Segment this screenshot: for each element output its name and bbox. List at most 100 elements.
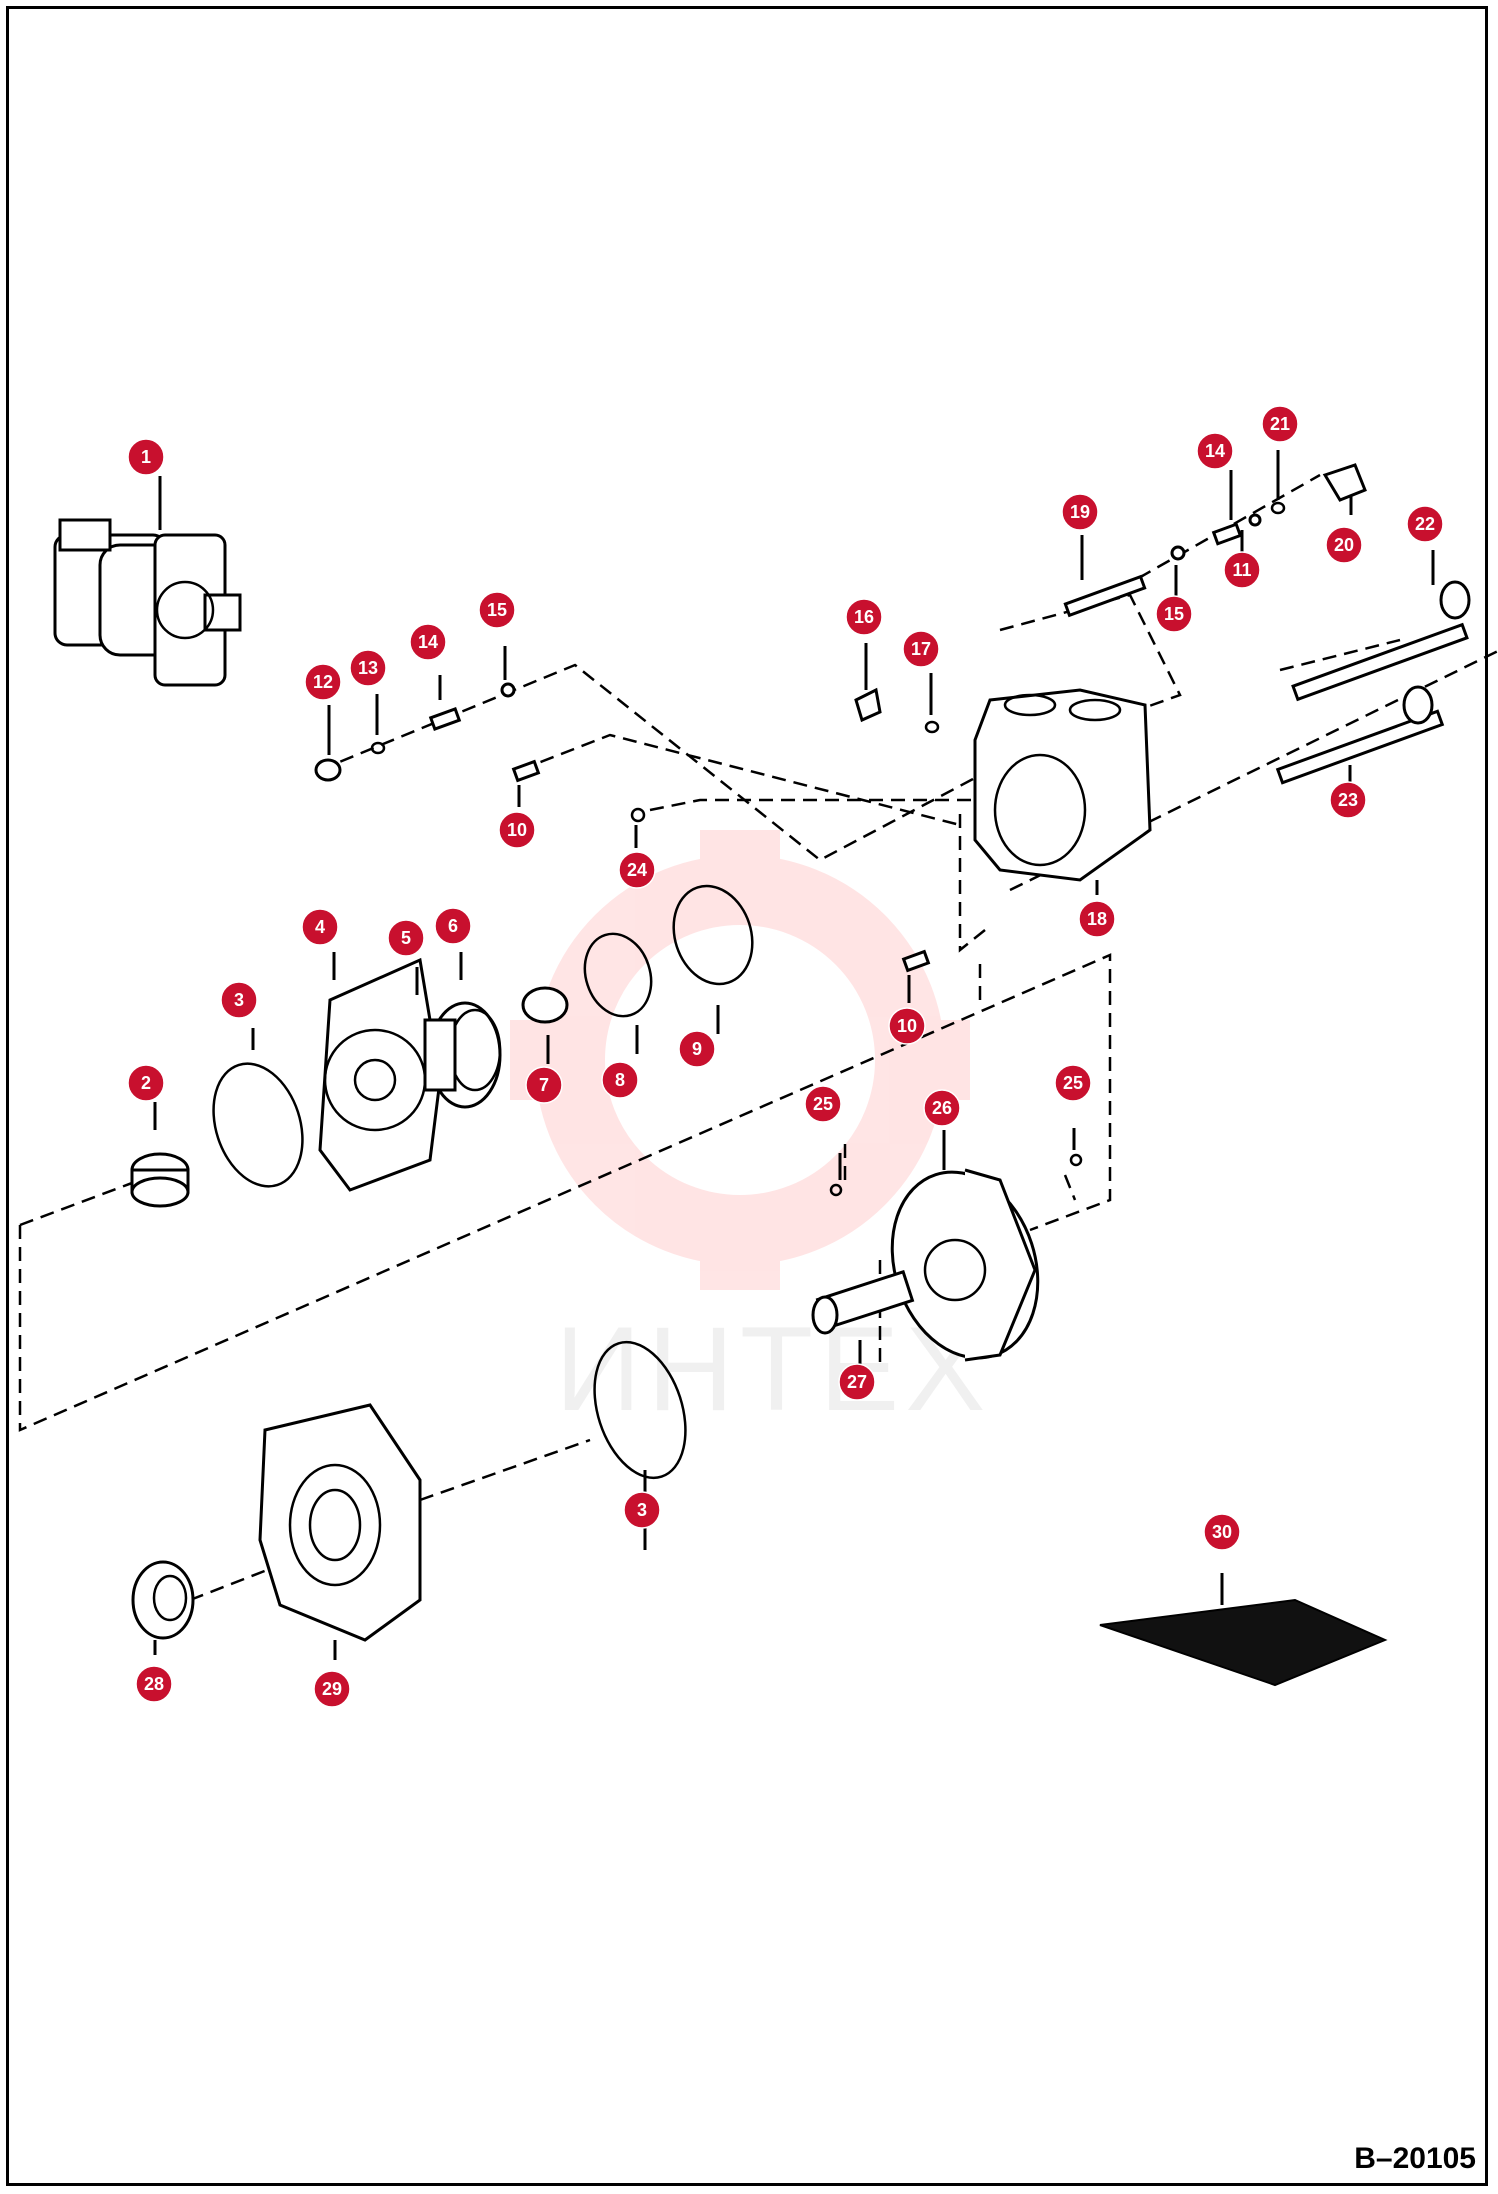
svg-text:3: 3	[637, 1500, 647, 1520]
callout: 7	[525, 1066, 563, 1104]
callout: 4	[301, 908, 339, 946]
svg-text:24: 24	[627, 860, 647, 880]
callout: 22	[1406, 505, 1444, 543]
callout: 2	[127, 1064, 165, 1102]
callout: 29	[313, 1670, 351, 1708]
svg-text:13: 13	[358, 658, 378, 678]
part-3-o-ring-upper	[212, 1062, 304, 1188]
svg-text:8: 8	[615, 1070, 625, 1090]
svg-text:14: 14	[1205, 441, 1225, 461]
svg-text:26: 26	[932, 1098, 952, 1118]
part-7-seal	[521, 986, 569, 1024]
svg-text:18: 18	[1087, 909, 1107, 929]
part-10-plug-upper	[511, 759, 541, 783]
callout: 17	[902, 630, 940, 668]
part-24-o-ring	[630, 807, 646, 823]
part-25-o-ring-right	[1069, 1153, 1083, 1167]
callout: 28	[135, 1665, 173, 1703]
part-28-seal	[131, 1560, 195, 1640]
part-8-ring	[583, 932, 653, 1018]
svg-text:9: 9	[692, 1039, 702, 1059]
part-21-washer	[1270, 501, 1286, 515]
callout: 26	[923, 1089, 961, 1127]
callout: 23	[1329, 781, 1367, 819]
watermark-text: ИНТЕХ	[555, 1302, 992, 1436]
callout: 14	[409, 623, 447, 661]
callout: 12	[304, 663, 342, 701]
part-18-housing	[973, 688, 1152, 882]
callout: 5	[387, 919, 425, 957]
callout: 25	[804, 1085, 842, 1123]
svg-text:17: 17	[911, 639, 931, 659]
callout: 6	[434, 907, 472, 945]
part-2-coupler	[130, 1152, 190, 1208]
svg-text:27: 27	[847, 1372, 867, 1392]
part-19-spool	[1063, 574, 1147, 618]
callout: 1	[127, 438, 165, 476]
callout: 8	[601, 1061, 639, 1099]
callout: 18	[1078, 900, 1116, 938]
svg-text:6: 6	[448, 916, 458, 936]
svg-text:4: 4	[315, 917, 325, 937]
callout: 30	[1203, 1513, 1241, 1551]
diagram-reference-code: B–20105	[1354, 2142, 1476, 2175]
svg-text:10: 10	[897, 1016, 917, 1036]
callout: 20	[1325, 526, 1363, 564]
svg-text:29: 29	[322, 1679, 342, 1699]
callout: 9	[678, 1030, 716, 1068]
part-30-kit	[1099, 1598, 1388, 1687]
part-10-plug-lower	[901, 949, 931, 973]
part-9-ring	[672, 884, 754, 986]
svg-text:3: 3	[234, 990, 244, 1010]
part-3-o-ring-lower	[593, 1340, 687, 1480]
callout: 16	[845, 598, 883, 636]
assembly-lines	[18, 473, 1498, 1602]
svg-text:1: 1	[141, 447, 151, 467]
part-11-ball	[1248, 513, 1262, 527]
svg-text:19: 19	[1070, 502, 1090, 522]
svg-text:16: 16	[854, 607, 874, 627]
part-14-spring-left	[428, 706, 462, 732]
part-20-plug	[1322, 463, 1367, 502]
svg-text:5: 5	[401, 928, 411, 948]
part-1-motor-assembly	[53, 518, 242, 687]
part-29-front-housing	[258, 1403, 422, 1642]
callout: 27	[838, 1363, 876, 1401]
part-25-o-ring-left	[829, 1183, 843, 1197]
part-13-washer	[370, 741, 386, 755]
callout: 21	[1261, 405, 1299, 443]
svg-text:10: 10	[507, 820, 527, 840]
callout: 15	[478, 591, 516, 629]
callout: 15	[1155, 595, 1193, 633]
svg-text:14: 14	[418, 632, 438, 652]
svg-text:2: 2	[141, 1073, 151, 1093]
svg-text:25: 25	[813, 1094, 833, 1114]
part-17-o-ring	[924, 720, 940, 734]
svg-text:7: 7	[539, 1075, 549, 1095]
callout: 24	[618, 851, 656, 889]
callout: 11	[1223, 551, 1261, 589]
part-26-gerotor	[890, 1168, 1040, 1362]
part-15-ball-left	[500, 682, 516, 698]
part-14-spring-right	[1211, 522, 1243, 546]
part-22-bolt	[1291, 580, 1471, 702]
part-27-shaft	[811, 1269, 915, 1335]
part-15-ball-right	[1170, 545, 1186, 561]
callout: 14	[1196, 432, 1234, 470]
callout: 10	[888, 1007, 926, 1045]
part-23-bolt	[1275, 685, 1445, 785]
svg-text:12: 12	[313, 672, 333, 692]
part-16-fitting	[854, 687, 882, 723]
svg-text:25: 25	[1063, 1073, 1083, 1093]
callout: 3	[220, 981, 258, 1019]
callout: 3	[623, 1491, 661, 1529]
svg-text:22: 22	[1415, 514, 1435, 534]
callout: 13	[349, 649, 387, 687]
svg-text:20: 20	[1334, 535, 1354, 555]
part-4-plate	[318, 957, 442, 1192]
diagram-frame	[6, 6, 1488, 2186]
svg-text:28: 28	[144, 1674, 164, 1694]
svg-text:21: 21	[1270, 414, 1290, 434]
svg-text:23: 23	[1338, 790, 1358, 810]
